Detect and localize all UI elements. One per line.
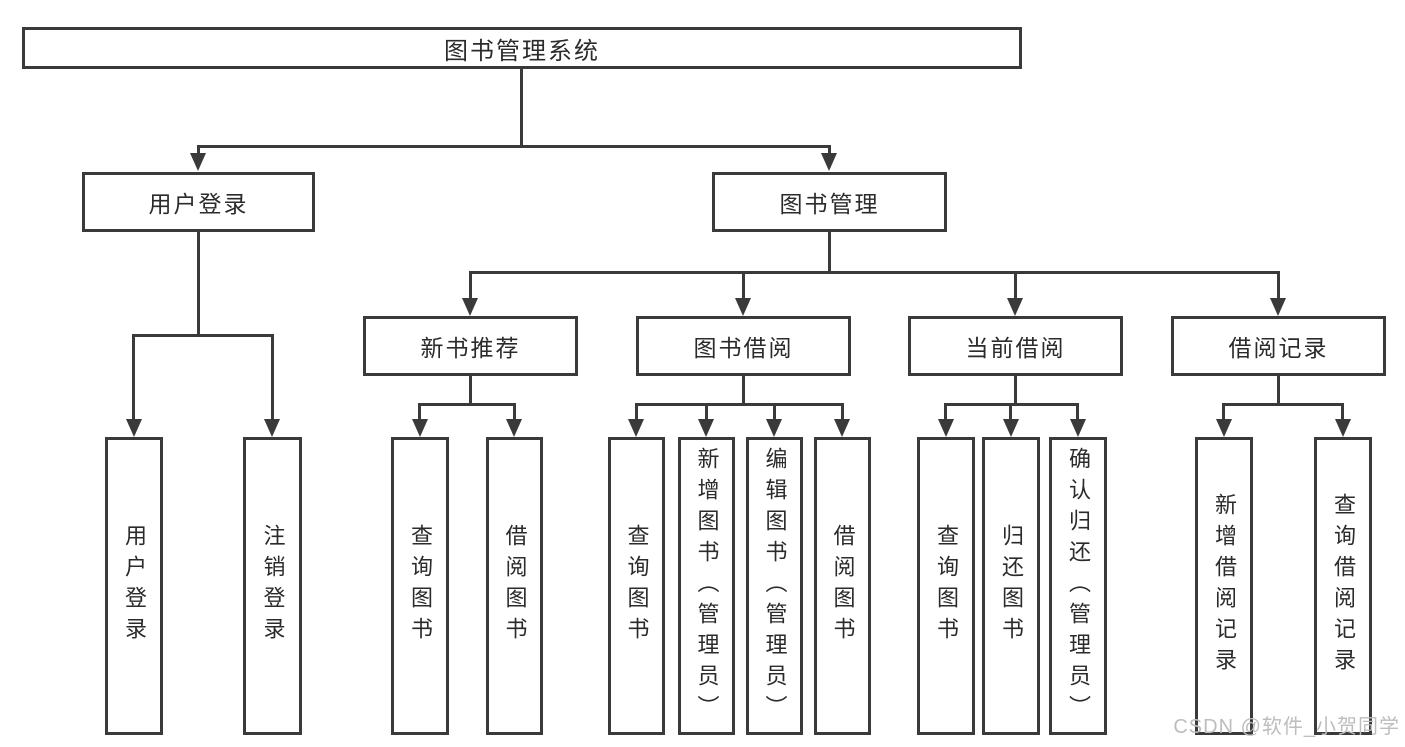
csdn-watermark: CSDN @软件_小贺同学 <box>1173 716 1400 738</box>
arrow-down-icon <box>766 419 782 437</box>
arrow-down-icon <box>264 419 280 437</box>
connector-book-mgmt-stub <box>742 271 745 300</box>
connector-records-crossbar <box>1222 403 1344 406</box>
connector-records-stub <box>1341 403 1344 421</box>
node-current-borrow: 当前借阅 <box>908 316 1123 376</box>
connector-current-stem <box>1014 376 1017 405</box>
leaf-query-books: 查询图书 <box>608 437 665 735</box>
connector-recommend-stub <box>418 403 421 421</box>
arrow-down-icon <box>1335 419 1351 437</box>
connector-book-mgmt-stub <box>1277 271 1280 300</box>
arrow-down-icon <box>1007 298 1023 316</box>
arrow-down-icon <box>1270 298 1286 316</box>
leaf-edit-books-admin: 编辑图书（管理员） <box>746 437 803 735</box>
arrow-down-icon <box>412 419 428 437</box>
leaf-confirm-return-admin: 确认归还（管理员） <box>1049 437 1107 735</box>
connector-root-right-stub <box>828 145 831 157</box>
leaf-user-login: 用户登录 <box>105 437 163 735</box>
connector-book-mgmt-stub <box>1014 271 1017 300</box>
connector-user-login-right-stub <box>271 334 274 421</box>
leaf-logout: 注销登录 <box>243 437 302 735</box>
node-book-borrow: 图书借阅 <box>636 316 851 376</box>
leaf-add-borrow-record: 新增借阅记录 <box>1195 437 1253 735</box>
leaf-borrow-books: 借阅图书 <box>814 437 871 735</box>
arrow-down-icon <box>1003 419 1019 437</box>
arrow-down-icon <box>938 419 954 437</box>
connector-recommend-stub <box>513 403 516 421</box>
connector-recommend-stem <box>469 376 472 405</box>
arrow-down-icon <box>126 419 142 437</box>
connector-current-stub <box>1076 403 1079 421</box>
connector-root-left-stub <box>197 145 200 157</box>
connector-book-mgmt-stub <box>469 271 472 300</box>
connector-borrow-stub <box>841 403 844 421</box>
connector-book-mgmt-stem <box>828 232 831 273</box>
arrow-down-icon <box>735 298 751 316</box>
connector-borrow-stub <box>635 403 638 421</box>
leaf-borrow-books: 借阅图书 <box>486 437 543 735</box>
connector-user-login-left-stub <box>132 334 135 421</box>
node-new-book-recommend: 新书推荐 <box>363 316 578 376</box>
connector-book-mgmt-crossbar <box>469 271 1280 274</box>
leaf-add-books-admin: 新增图书（管理员） <box>678 437 735 735</box>
leaf-return-books: 归还图书 <box>982 437 1040 735</box>
connector-current-stub <box>944 403 947 421</box>
arrow-down-icon <box>1070 419 1086 437</box>
node-user-login: 用户登录 <box>82 172 315 232</box>
node-borrow-records: 借阅记录 <box>1171 316 1386 376</box>
connector-borrow-stem <box>742 376 745 405</box>
node-book-management: 图书管理 <box>712 172 947 232</box>
leaf-query-books: 查询图书 <box>391 437 449 735</box>
arrow-down-icon <box>1216 419 1232 437</box>
arrow-down-icon <box>834 419 850 437</box>
connector-root-stem <box>520 69 523 146</box>
arrow-down-icon <box>190 153 206 171</box>
connector-records-stub <box>1222 403 1225 421</box>
node-library-management-system: 图书管理系统 <box>22 27 1022 69</box>
connector-borrow-stub <box>773 403 776 421</box>
connector-root-crossbar <box>197 145 831 148</box>
leaf-query-borrow-record: 查询借阅记录 <box>1314 437 1372 735</box>
connector-current-stub <box>1009 403 1012 421</box>
arrow-down-icon <box>628 419 644 437</box>
arrow-down-icon <box>698 419 714 437</box>
leaf-query-books: 查询图书 <box>917 437 975 735</box>
connector-borrow-stub <box>705 403 708 421</box>
arrow-down-icon <box>506 419 522 437</box>
connector-recommend-crossbar <box>418 403 516 406</box>
arrow-down-icon <box>462 298 478 316</box>
connector-user-login-stem <box>197 232 200 336</box>
connector-user-login-crossbar <box>132 334 274 337</box>
arrow-down-icon <box>821 153 837 171</box>
connector-records-stem <box>1277 376 1280 405</box>
connector-borrow-crossbar <box>635 403 844 406</box>
